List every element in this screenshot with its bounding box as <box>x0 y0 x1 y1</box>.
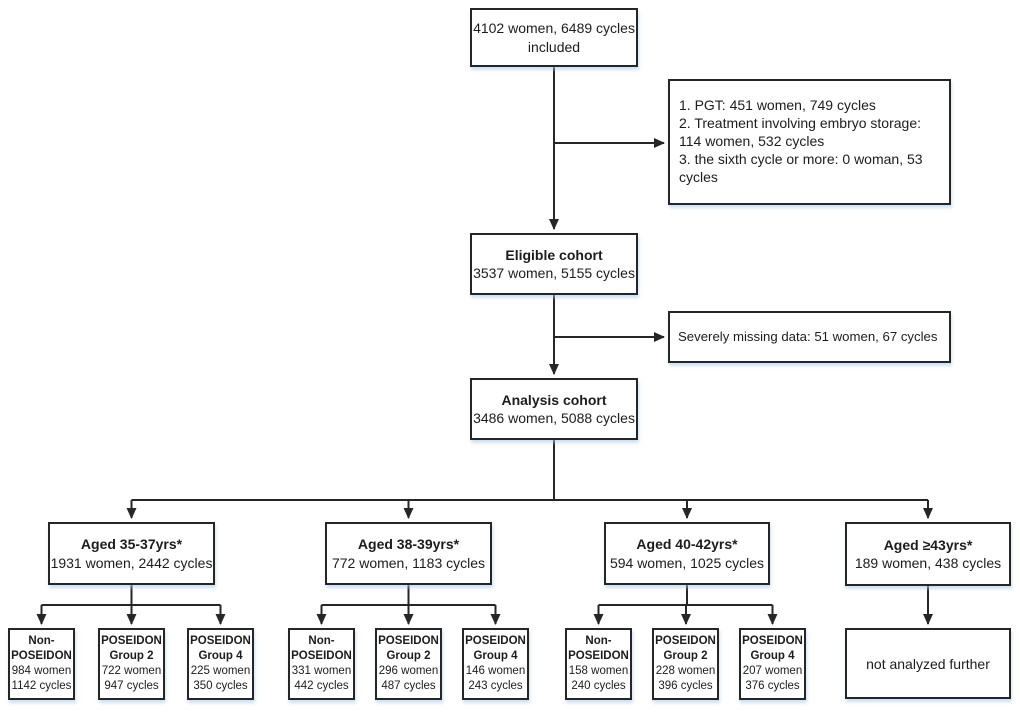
subgroup-name: Non-POSEIDON <box>291 634 352 662</box>
analysis-cohort-title: Analysis cohort <box>501 391 607 408</box>
subgroup-women: 722 women <box>101 665 162 677</box>
age-group-stats: 772 women, 1183 cycles <box>331 554 486 571</box>
subgroup-name: Non-POSEIDON <box>11 634 72 662</box>
subgroup-women: 984 women <box>11 665 72 677</box>
exclusion-item-1: 1. PGT: 451 women, 749 cycles <box>679 97 876 114</box>
not-analyzed-box: not analyzed further <box>845 628 1011 699</box>
subgroup-name: POSEIDON Group 4 <box>742 634 803 662</box>
subgroup-cycles: 240 cycles <box>571 680 626 693</box>
subgroup-women: 331 women <box>291 665 352 677</box>
subgroup-box-40-42-group2: POSEIDON Group 2 228 women 396 cycles <box>652 628 719 700</box>
subgroup-box-35-37-non-poseidon: Non-POSEIDON 984 women 1142 cycles <box>8 628 75 700</box>
exclusions-box: 1. PGT: 451 women, 749 cycles 2. Treatme… <box>668 79 951 205</box>
age-group-box-35-37: Aged 35-37yrs* 1931 women, 2442 cycles <box>48 522 215 585</box>
age-group-title: Aged 40-42yrs* <box>636 536 738 553</box>
subgroup-box-38-39-non-poseidon: Non-POSEIDON 331 women 442 cycles <box>288 628 355 700</box>
exclusion-item-2: 2. Treatment involving embryo storage: 1… <box>679 115 922 150</box>
subgroup-cycles: 1142 cycles <box>11 680 72 693</box>
eligible-cohort-title: Eligible cohort <box>505 246 603 263</box>
subgroup-cycles: 442 cycles <box>294 680 349 693</box>
subgroup-box-38-39-group4: POSEIDON Group 4 146 women 243 cycles <box>462 628 529 700</box>
subgroup-cycles: 376 cycles <box>745 680 800 693</box>
included-line-1: 4102 women, 6489 cycles <box>473 20 635 37</box>
analysis-cohort-box: Analysis cohort 3486 women, 5088 cycles <box>470 378 638 440</box>
subgroup-cycles: 350 cycles <box>193 680 248 693</box>
age-group-title: Aged 38-39yrs* <box>357 536 460 553</box>
subgroup-name: POSEIDON Group 2 <box>655 634 716 662</box>
subgroup-cycles: 243 cycles <box>468 680 523 693</box>
subgroup-name: Non-POSEIDON <box>568 634 629 662</box>
included-line-2: included <box>527 38 581 55</box>
subgroup-women: 158 women <box>568 665 629 677</box>
subgroup-cycles: 487 cycles <box>381 680 436 693</box>
subgroup-name: POSEIDON Group 4 <box>190 634 251 662</box>
subgroup-cycles: 396 cycles <box>658 680 713 693</box>
subgroup-name: POSEIDON Group 4 <box>465 634 526 662</box>
exclusion-item-3: 3. the sixth cycle or more: 0 woman, 53 … <box>679 150 923 185</box>
age-group-stats: 1931 women, 2442 cycles <box>50 554 213 571</box>
subgroup-name: POSEIDON Group 2 <box>101 634 162 662</box>
age-group-stats: 594 women, 1025 cycles <box>609 554 765 571</box>
subgroup-box-35-37-group2: POSEIDON Group 2 722 women 947 cycles <box>98 628 165 700</box>
age-group-stats: 189 women, 438 cycles <box>854 555 1002 571</box>
missing-data-box: Severely missing data: 51 women, 67 cycl… <box>668 311 951 363</box>
missing-data-text: Severely missing data: 51 women, 67 cycl… <box>678 328 938 344</box>
age-group-title: Aged ≥43yrs* <box>883 536 973 553</box>
age-group-title: Aged 35-37yrs* <box>80 536 183 553</box>
subgroup-women: 228 women <box>655 665 716 677</box>
subgroup-women: 146 women <box>465 665 526 677</box>
age-group-box-40-42: Aged 40-42yrs* 594 women, 1025 cycles <box>604 522 770 585</box>
subgroup-women: 296 women <box>378 665 439 677</box>
subgroup-box-35-37-group4: POSEIDON Group 4 225 women 350 cycles <box>187 628 254 700</box>
subgroup-name: POSEIDON Group 2 <box>378 634 439 662</box>
subgroup-cycles: 947 cycles <box>104 680 159 693</box>
age-group-box-43plus: Aged ≥43yrs* 189 women, 438 cycles <box>845 522 1011 586</box>
eligible-cohort-box: Eligible cohort 3537 women, 5155 cycles <box>470 233 638 295</box>
not-analyzed-text: not analyzed further <box>866 655 990 672</box>
subgroup-box-40-42-non-poseidon: Non-POSEIDON 158 women 240 cycles <box>565 628 632 700</box>
eligible-cohort-stats: 3537 women, 5155 cycles <box>473 265 635 281</box>
subgroup-box-38-39-group2: POSEIDON Group 2 296 women 487 cycles <box>375 628 442 700</box>
age-group-box-38-39: Aged 38-39yrs* 772 women, 1183 cycles <box>325 522 492 585</box>
subgroup-box-40-42-group4: POSEIDON Group 4 207 women 376 cycles <box>739 628 806 700</box>
included-box: 4102 women, 6489 cycles included <box>470 8 638 67</box>
subgroup-women: 207 women <box>742 665 803 677</box>
subgroup-women: 225 women <box>190 665 251 677</box>
analysis-cohort-stats: 3486 women, 5088 cycles <box>473 410 635 426</box>
